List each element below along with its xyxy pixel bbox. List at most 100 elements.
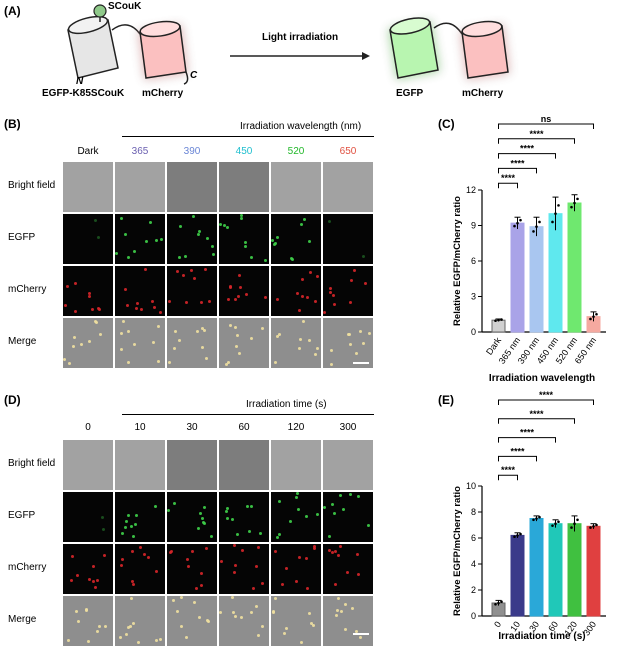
column-label: 300	[339, 422, 357, 433]
micrograph-cell	[63, 544, 113, 594]
micrograph-cell	[115, 266, 165, 316]
micrograph-cell	[271, 162, 321, 212]
data-point	[595, 312, 598, 316]
micrograph-cell	[167, 440, 217, 490]
micrograph-cell	[323, 596, 373, 646]
grid-d-header: Irradiation time (s)	[246, 399, 327, 410]
micrograph-cell	[219, 214, 269, 264]
bar	[529, 226, 544, 333]
panel-label-d: (D)	[4, 393, 21, 407]
data-point	[516, 221, 519, 225]
micrograph-cell	[323, 544, 373, 594]
data-point	[532, 230, 535, 233]
micrograph-cell	[219, 492, 269, 542]
reaction-arrow-icon	[230, 52, 370, 60]
row-label: Bright field	[8, 458, 56, 469]
bar	[510, 222, 525, 333]
significance-bracket	[498, 138, 575, 144]
column-label: 390	[183, 146, 201, 157]
micrograph-cell	[63, 214, 113, 264]
data-point	[535, 225, 538, 228]
micrograph-cell	[63, 266, 113, 316]
data-point	[494, 319, 497, 323]
n-terminus-label: N	[76, 76, 84, 87]
y-axis-label: Relative EGFP/mCherry ratio	[452, 486, 463, 616]
x-axis-label: Irradiation wavelength	[489, 373, 595, 384]
micrograph-cell	[167, 596, 217, 646]
bar	[491, 319, 506, 333]
data-point	[554, 522, 557, 525]
micrograph-cell	[219, 544, 269, 594]
y-tick-label: 2	[471, 585, 476, 595]
data-point	[595, 523, 598, 527]
grid-d-header-rule	[122, 414, 374, 415]
micrograph-cell	[271, 266, 321, 316]
grid-b-header: Irradiation wavelength (nm)	[240, 121, 362, 132]
data-point	[570, 526, 573, 529]
micrograph-cell	[63, 440, 113, 490]
bar	[586, 525, 601, 617]
micrograph-cell	[167, 544, 217, 594]
y-tick-label: 6	[471, 533, 476, 543]
significance-label: ****	[520, 144, 535, 154]
bar	[548, 213, 563, 333]
mcherry-barrel-right-icon	[461, 20, 509, 79]
significance-bracket	[498, 182, 518, 189]
data-point	[551, 524, 554, 527]
panel-label-e: (E)	[438, 393, 454, 407]
c-terminus-label: C	[190, 70, 198, 81]
mcherry-left-label: mCherry	[142, 88, 184, 99]
panel-label-a: (A)	[4, 4, 21, 18]
y-tick-label: 9	[471, 221, 476, 231]
micrograph-cell	[219, 162, 269, 212]
significance-label: ****	[510, 446, 525, 456]
row-label: EGFP	[8, 232, 36, 243]
column-label: 30	[186, 422, 198, 433]
significance-label: ****	[510, 158, 525, 168]
schematic-diagram	[67, 4, 509, 85]
micrograph-cell	[323, 318, 373, 368]
significance-bracket	[498, 418, 575, 424]
significance-bracket	[498, 437, 556, 443]
significance-label: ****	[501, 465, 516, 475]
y-tick-label: 6	[471, 256, 476, 266]
micrograph-cell	[219, 596, 269, 646]
y-tick-label: 12	[466, 185, 476, 195]
y-tick-label: 4	[471, 559, 476, 569]
micrograph-cell	[115, 440, 165, 490]
row-label: Bright field	[8, 180, 56, 191]
data-point	[532, 518, 535, 522]
micrograph-cell	[323, 440, 373, 490]
data-point	[535, 517, 538, 520]
bar	[567, 523, 582, 617]
micrograph-cell	[167, 318, 217, 368]
scale-bar-d	[353, 633, 369, 635]
data-point	[513, 224, 516, 228]
micrograph-cell	[271, 492, 321, 542]
micrograph-cell	[115, 544, 165, 594]
x-tick-label: 30	[527, 619, 541, 633]
data-point	[497, 601, 500, 605]
data-point	[551, 220, 554, 224]
row-label: Merge	[8, 614, 37, 625]
mcherry-right-label: mCherry	[462, 88, 504, 99]
significance-bracket	[498, 399, 594, 405]
micrograph-cell	[167, 214, 217, 264]
data-point	[557, 204, 560, 207]
micrograph-cell	[323, 492, 373, 542]
data-point	[497, 318, 500, 322]
data-point	[500, 600, 503, 603]
x-tick-label: 0	[492, 619, 503, 629]
panel-label-b: (B)	[4, 117, 21, 131]
data-point	[592, 315, 595, 318]
data-point	[519, 532, 522, 536]
row-label: mCherry	[8, 284, 47, 295]
micrograph-cell	[323, 266, 373, 316]
column-label: 365	[131, 146, 149, 157]
data-point	[573, 201, 576, 205]
data-point	[570, 205, 573, 209]
row-label: Merge	[8, 336, 37, 347]
scale-bar-b	[353, 362, 369, 364]
column-label: 520	[287, 146, 305, 157]
